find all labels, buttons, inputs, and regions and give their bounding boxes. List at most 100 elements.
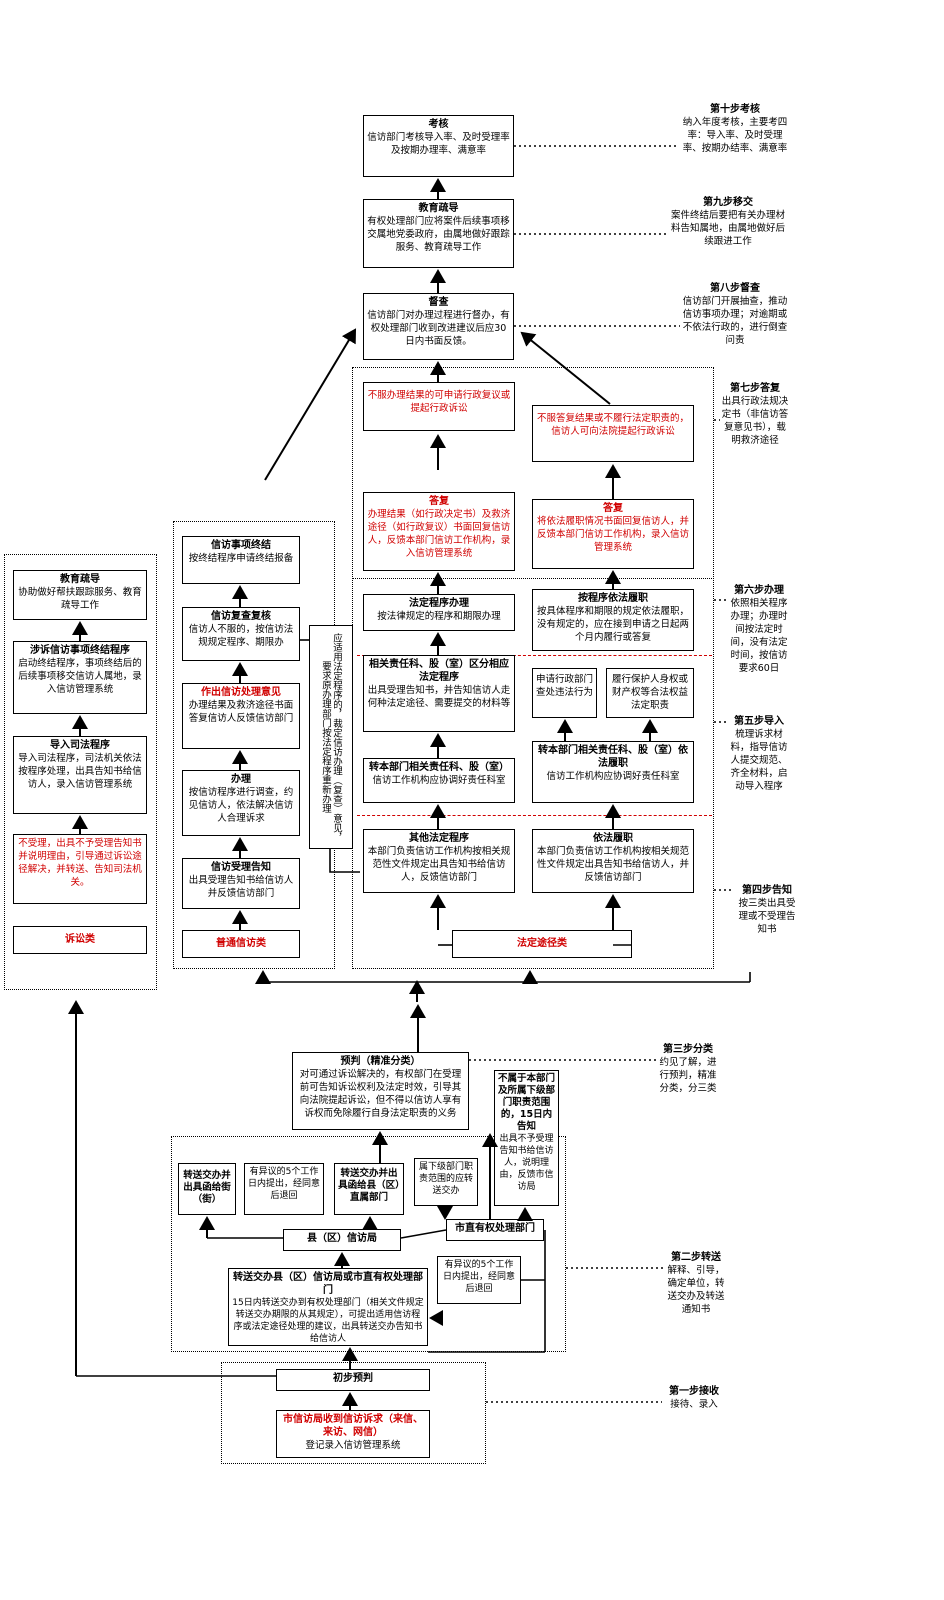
red-divider-bottom — [357, 815, 712, 816]
box-body: 按终结程序申请终结报备 — [188, 553, 294, 564]
vertical-note-box: 应适用法定程序的，裁定信访办理（复查）意见，要求原办理部门按法定程序重新办理 — [309, 625, 353, 849]
box-zhuanjiao-xian: 转送交办并出具函给县（区）直属部门 — [334, 1163, 404, 1215]
box-title: 作出信访处理意见 — [201, 687, 281, 698]
box-title: 教育疏导 — [60, 574, 100, 585]
box-body: 信访工作机构应协调好责任科室 — [372, 775, 506, 786]
box-body: 信访人不服的，按信访法规规定程序、期限办 — [188, 624, 294, 648]
box-title: 答复 — [429, 496, 449, 507]
step-title: 第七步答复 — [730, 383, 780, 394]
group-legal-upper — [352, 367, 714, 579]
step-body: 依照相关程序办理；办理时间按法定时间，没有法定时间，按信访要求60日 — [730, 598, 788, 674]
box-body: 有权处理部门应将案件后续事项移交属地党委政府，由属地做好跟踪服务、教育疏导工作 — [367, 216, 510, 253]
box-jiaoyu-left: 教育疏导 协助做好帮扶跟踪服务、教育疏导工作 — [13, 570, 147, 620]
box-title: 按程序依法履职 — [578, 593, 648, 604]
step-3: 第三步分类 约见了解，进行预判，精准分类，分三类 — [658, 1043, 718, 1095]
box-body: 按法律规定的程序和期限办理 — [377, 611, 501, 622]
box-title: 办理 — [231, 774, 251, 785]
box-body: 办理结果（如行政决定书）及救济途径（如行政复议）书面回复信访人，反馈本部门信访工… — [367, 509, 511, 559]
box-shizhi: 市直有权处理部门 — [446, 1219, 544, 1241]
step-4: 第四步告知 按三类出具受理或不受理告知书 — [734, 884, 800, 936]
box-xianqu: 县（区）信访局 — [283, 1229, 401, 1251]
box-title: 初步预判 — [333, 1373, 373, 1384]
box-body: 不受理，出具不予受理告知书并说明理由，引导通过诉讼途径解决，并转送、告知司法机关… — [18, 838, 142, 888]
box-anchengxu: 按程序依法履职 按具体程序和期限的规定依法履职，没有规定的，应在接到申请之日起两… — [532, 589, 694, 651]
box-shuxia: 属下级部门职责范围的应转送交办 — [414, 1158, 478, 1206]
box-shouji: 市信访局收到信访诉求（来信、来访、网信） 登记录入信访管理系统 — [276, 1410, 430, 1458]
box-title: 信访复查复核 — [211, 611, 271, 622]
step-10: 第十步考核 纳入年度考核，主要考四率：导入率、及时受理率、按期办结率、满意率 — [680, 103, 790, 155]
box-fading-chengxu: 法定程序办理 按法律规定的程序和期限办理 — [363, 594, 515, 631]
box-title: 转送交办并出具函给街（街） — [183, 1170, 231, 1205]
step-8: 第八步督查 信访部门开展抽查，推动信访事项办理；对逾期或不依法行政的，进行倒查问… — [680, 282, 790, 347]
step-body: 解释、引导，确定单位，转送交办及转送通知书 — [667, 1265, 725, 1315]
step-title: 第二步转送 — [671, 1252, 721, 1263]
box-zhongjie: 信访事项终结 按终结程序申请终结报备 — [182, 536, 300, 584]
box-title: 其他法定程序 — [409, 833, 469, 844]
step-body: 纳入年度考核，主要考四率：导入率、及时受理率、按期办结率、满意率 — [682, 117, 788, 154]
step-2: 第二步转送 解释、引导，确定单位，转送交办及转送通知书 — [666, 1251, 726, 1316]
box-body: 有异议的5个工作日内提出，经同意后退回 — [442, 1260, 515, 1294]
box-bushouli: 不受理，出具不予受理告知书并说明理由，引导通过诉讼途径解决，并转送、告知司法机关… — [13, 834, 147, 904]
box-title: 预判（精准分类） — [340, 1056, 421, 1067]
box-title: 市信访局收到信访诉求（来信、来访、网信） — [283, 1414, 423, 1438]
box-title: 转送交办县（区）信访局或市直有权处理部门 — [233, 1272, 423, 1296]
box-sifa: 导入司法程序 导入司法程序，司法机关依法按程序处理，出具告知书给信访人，录入信访… — [13, 736, 147, 814]
step-5: 第五步导入 梳理诉求材料，指导信访人提交规范、齐全材料，启动导入程序 — [726, 715, 792, 793]
box-body: 出具受理告知书给信访人并反馈信访部门 — [188, 875, 294, 899]
box-title: 信访受理告知 — [211, 862, 271, 873]
category-putong: 普通信访类 — [182, 930, 300, 958]
box-title: 法定程序办理 — [409, 598, 469, 609]
box-title: 涉诉信访事项终结程序 — [30, 645, 130, 656]
category-susong: 诉讼类 — [13, 926, 147, 954]
step-title: 第六步办理 — [734, 585, 784, 596]
box-fucha: 信访复查复核 信访人不服的，按信访法规规定程序、期限办 — [182, 607, 300, 661]
box-title: 导入司法程序 — [50, 740, 110, 751]
box-benbu-right: 转本部门相关责任科、股（室）依法履职 信访工作机构应协调好责任科室 — [532, 741, 694, 803]
box-body: 协助做好帮扶跟踪服务、教育疏导工作 — [18, 587, 142, 611]
box-yiyi-right: 有异议的5个工作日内提出，经同意后退回 — [437, 1256, 521, 1304]
step-title: 第四步告知 — [742, 885, 792, 896]
box-title: 转送交办并出具函给县（区）直属部门 — [338, 1168, 400, 1203]
box-title: 转本部门相关责任科、股（室） — [369, 762, 509, 773]
step-9: 第九步移交 案件终结后要把有关办理材料告知属地，由属地做好后续跟进工作 — [668, 196, 788, 248]
box-body: 办理结果及救济途径书面答复信访人反馈信访部门 — [188, 700, 294, 724]
box-xiangguan: 相关责任科、股（室）区分相应法定程序 出具受理告知书，并告知信访人走何种法定途径… — [363, 655, 515, 732]
step-body: 约见了解，进行预判，精准分类，分三类 — [659, 1057, 717, 1094]
box-body: 有异议的5个工作日内提出，经同意后退回 — [248, 1167, 321, 1201]
box-body: 登记录入信访管理系统 — [305, 1440, 401, 1451]
step-title: 第五步导入 — [734, 716, 784, 727]
box-body: 按信访程序进行调查，约见信访人，依法解决信访人合理诉求 — [188, 787, 294, 824]
box-shouli: 信访受理告知 出具受理告知书给信访人并反馈信访部门 — [182, 858, 300, 909]
box-body: 对可通过诉讼解决的，有权部门在受理前可告知诉讼权利及法定时效，引导其向法院提起诉… — [299, 1069, 462, 1119]
box-title: 教育疏导 — [418, 203, 459, 214]
box-lvxing: 履行保护人身权或财产权等合法权益法定职责 — [606, 668, 694, 718]
box-dafu-left: 答复 办理结果（如行政决定书）及救济途径（如行政复议）书面回复信访人，反馈本部门… — [363, 492, 515, 571]
box-title: 不属于本部门及所属下级部门职责范围的，15日内告知 — [497, 1073, 555, 1132]
box-kaohe: 考核 信访部门考核导入率、及时受理率及按期办理率、满意率 — [363, 115, 514, 177]
box-body: 信访部门对办理过程进行督办，有权处理部门收到改进建议后应30日内书面反馈。 — [367, 310, 510, 347]
box-jiaoyu-top: 教育疏导 有权处理部门应将案件后续事项移交属地党委政府，由属地做好跟踪服务、教育… — [363, 199, 514, 268]
step-6: 第六步办理 依照相关程序办理；办理时间按法定时间，没有法定时间，按信访要求60日 — [726, 584, 792, 675]
box-body: 本部门负责信访工作机构按相关规范性文件规定出具告知书给信访人，并反馈信访部门 — [536, 846, 689, 883]
box-body: 导入司法程序，司法机关依法按程序处理，出具告知书给信访人，录入信访管理系统 — [18, 753, 142, 790]
box-zhuanjiao-jie: 转送交办并出具函给街（街） — [178, 1163, 236, 1215]
box-body: 15日内转送交办到有权处理部门（相关文件规定转送交办期限的从其规定），可提出适用… — [232, 1298, 424, 1344]
box-body: 按具体程序和期限的规定依法履职，没有规定的，应在接到申请之日起两个月内履行或答复 — [536, 606, 689, 643]
box-body: 启动终结程序，事项终结后的后续事项移交信访人属地，录入信访管理系统 — [18, 658, 142, 695]
box-title: 转本部门相关责任科、股（室）依法履职 — [538, 745, 688, 769]
group-transfer — [171, 1136, 566, 1352]
step-7: 第七步答复 出具行政法规决定书（非信访答复意见书），载明救济途径 — [720, 382, 790, 447]
box-zuochu: 作出信访处理意见 办理结果及救济途径书面答复信访人反馈信访部门 — [182, 683, 300, 749]
box-body: 履行保护人身权或财产权等合法权益法定职责 — [611, 674, 688, 711]
box-shenqing: 申请行政部门查处违法行为 — [532, 668, 597, 718]
box-body: 出具不予受理告知书给信访人，说明理由，反馈市信访局 — [499, 1134, 554, 1192]
box-benbu-left: 转本部门相关责任科、股（室） 信访工作机构应协调好责任科室 — [363, 758, 515, 803]
step-title: 第十步考核 — [710, 104, 760, 115]
box-body: 不服答复结果或不履行法定职责的，信访人可向法院提起行政诉讼 — [536, 413, 689, 437]
box-body: 将依法履职情况书面回复信访人，并反馈本部门信访工作机构，录入信访管理系统 — [536, 516, 689, 553]
group-litigation — [4, 554, 157, 990]
step-title: 第一步接收 — [669, 1386, 719, 1397]
box-title: 考核 — [428, 119, 449, 130]
box-bufu-da: 不服答复结果或不履行法定职责的，信访人可向法院提起行政诉讼 — [532, 405, 694, 462]
